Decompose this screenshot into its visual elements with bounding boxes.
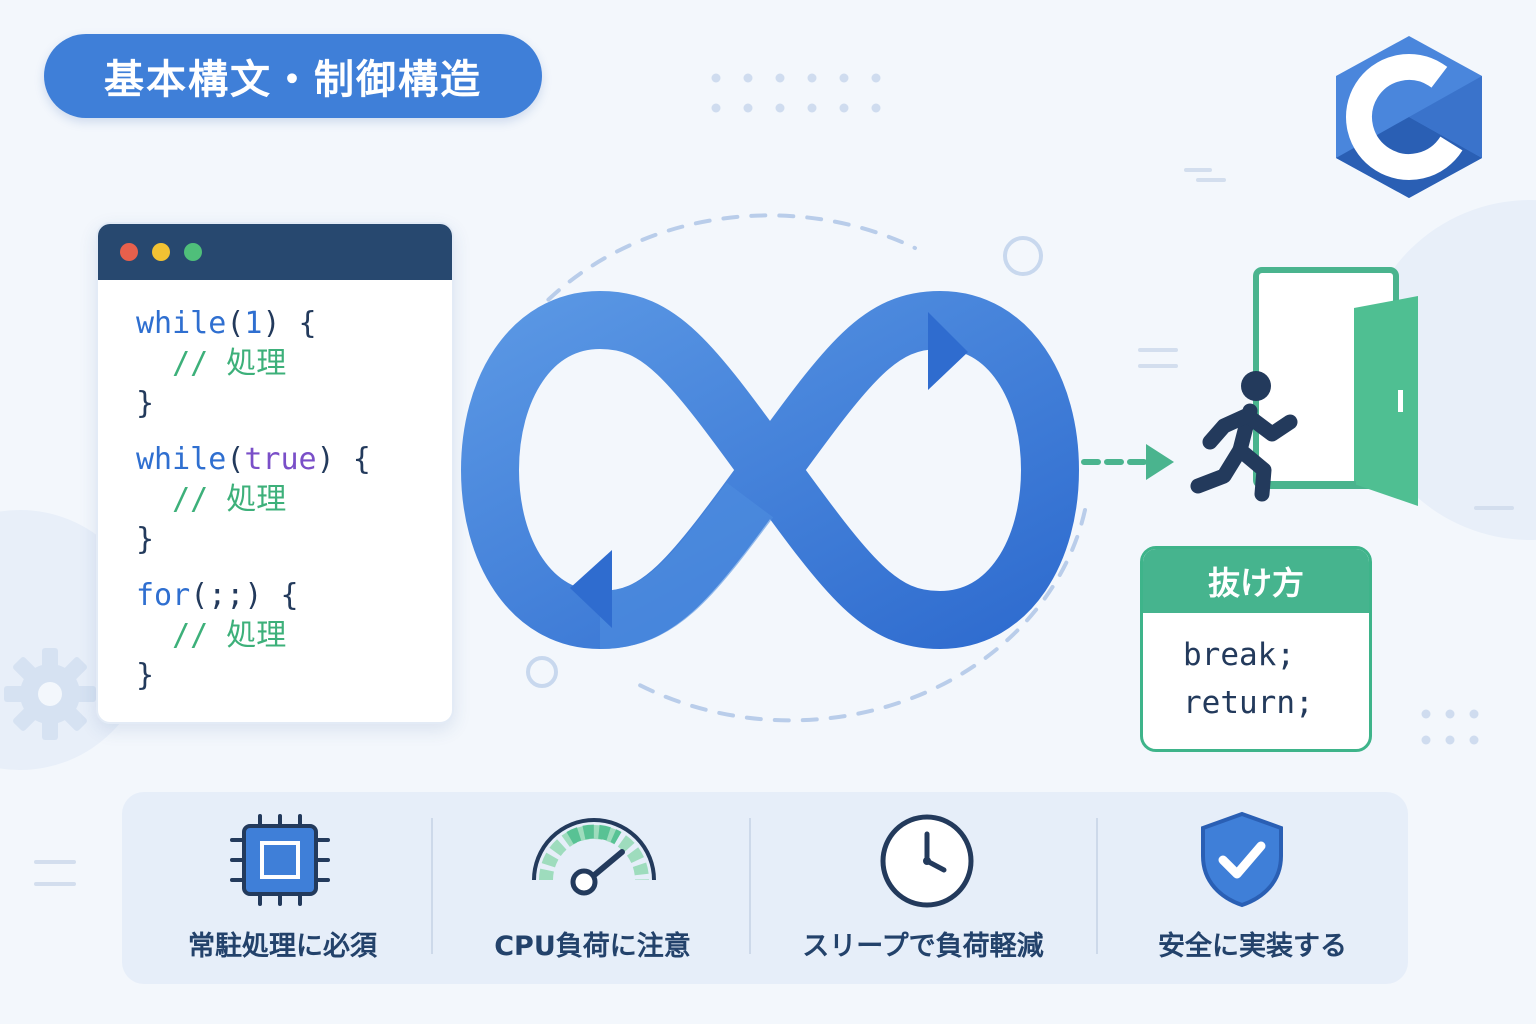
window-close-dot bbox=[120, 243, 138, 261]
code-line: while(1) { bbox=[136, 306, 317, 341]
feature-resident-process: 常駐処理に必須 bbox=[122, 792, 443, 984]
feature-label: 常駐処理に必須 bbox=[188, 931, 377, 962]
feature-label: CPU負荷に注意 bbox=[494, 931, 691, 962]
code-line: // 処理 bbox=[172, 346, 287, 381]
exit-arrow bbox=[1081, 444, 1174, 480]
exit-method-return: return; bbox=[1183, 685, 1314, 721]
feature-label: 安全に実装する bbox=[1158, 931, 1347, 962]
code-line: // 処理 bbox=[172, 618, 287, 653]
features-panel: 常駐処理に必須 CPU負荷に注意 スリープで負荷軽減 安全に実装する bbox=[122, 792, 1408, 984]
feature-sleep: スリープで負荷軽減 bbox=[750, 792, 1096, 984]
code-line: } bbox=[136, 658, 155, 693]
code-line: for(;;) { bbox=[136, 578, 299, 613]
window-minimize-dot bbox=[152, 243, 170, 261]
cpu-chip-icon bbox=[230, 814, 330, 906]
clock-icon bbox=[880, 814, 974, 908]
page-title: 基本構文・制御構造 bbox=[104, 57, 482, 103]
code-window: while(1) { // 処理 } while(true) { // 処理 }… bbox=[96, 222, 454, 724]
feature-safe-implementation: 安全に実装する bbox=[1097, 792, 1408, 984]
feature-divider bbox=[1096, 818, 1098, 954]
code-line: } bbox=[136, 386, 155, 421]
exit-methods-box: 抜け方 break; return; bbox=[1140, 546, 1372, 752]
feature-divider bbox=[431, 818, 433, 954]
code-line: } bbox=[136, 522, 155, 557]
window-maximize-dot bbox=[184, 243, 202, 261]
code-window-titlebar bbox=[98, 224, 452, 280]
shield-check-icon bbox=[1201, 811, 1283, 908]
title-banner: 基本構文・制御構造 bbox=[44, 34, 542, 118]
code-line: // 処理 bbox=[172, 482, 287, 517]
speedometer-icon bbox=[532, 818, 656, 896]
exit-methods-heading: 抜け方 bbox=[1143, 549, 1369, 613]
feature-divider bbox=[749, 818, 751, 954]
code-line: while(true) { bbox=[136, 442, 371, 477]
exit-method-break: break; bbox=[1183, 637, 1295, 673]
running-exit-door-icon bbox=[1190, 267, 1418, 506]
c-language-logo-icon bbox=[1336, 36, 1482, 198]
infinity-loop-icon bbox=[461, 213, 1087, 723]
feature-cpu-load: CPU負荷に注意 bbox=[432, 792, 753, 984]
code-body: while(1) { // 処理 } while(true) { // 処理 }… bbox=[136, 304, 446, 696]
feature-label: スリープで負荷軽減 bbox=[802, 931, 1044, 962]
